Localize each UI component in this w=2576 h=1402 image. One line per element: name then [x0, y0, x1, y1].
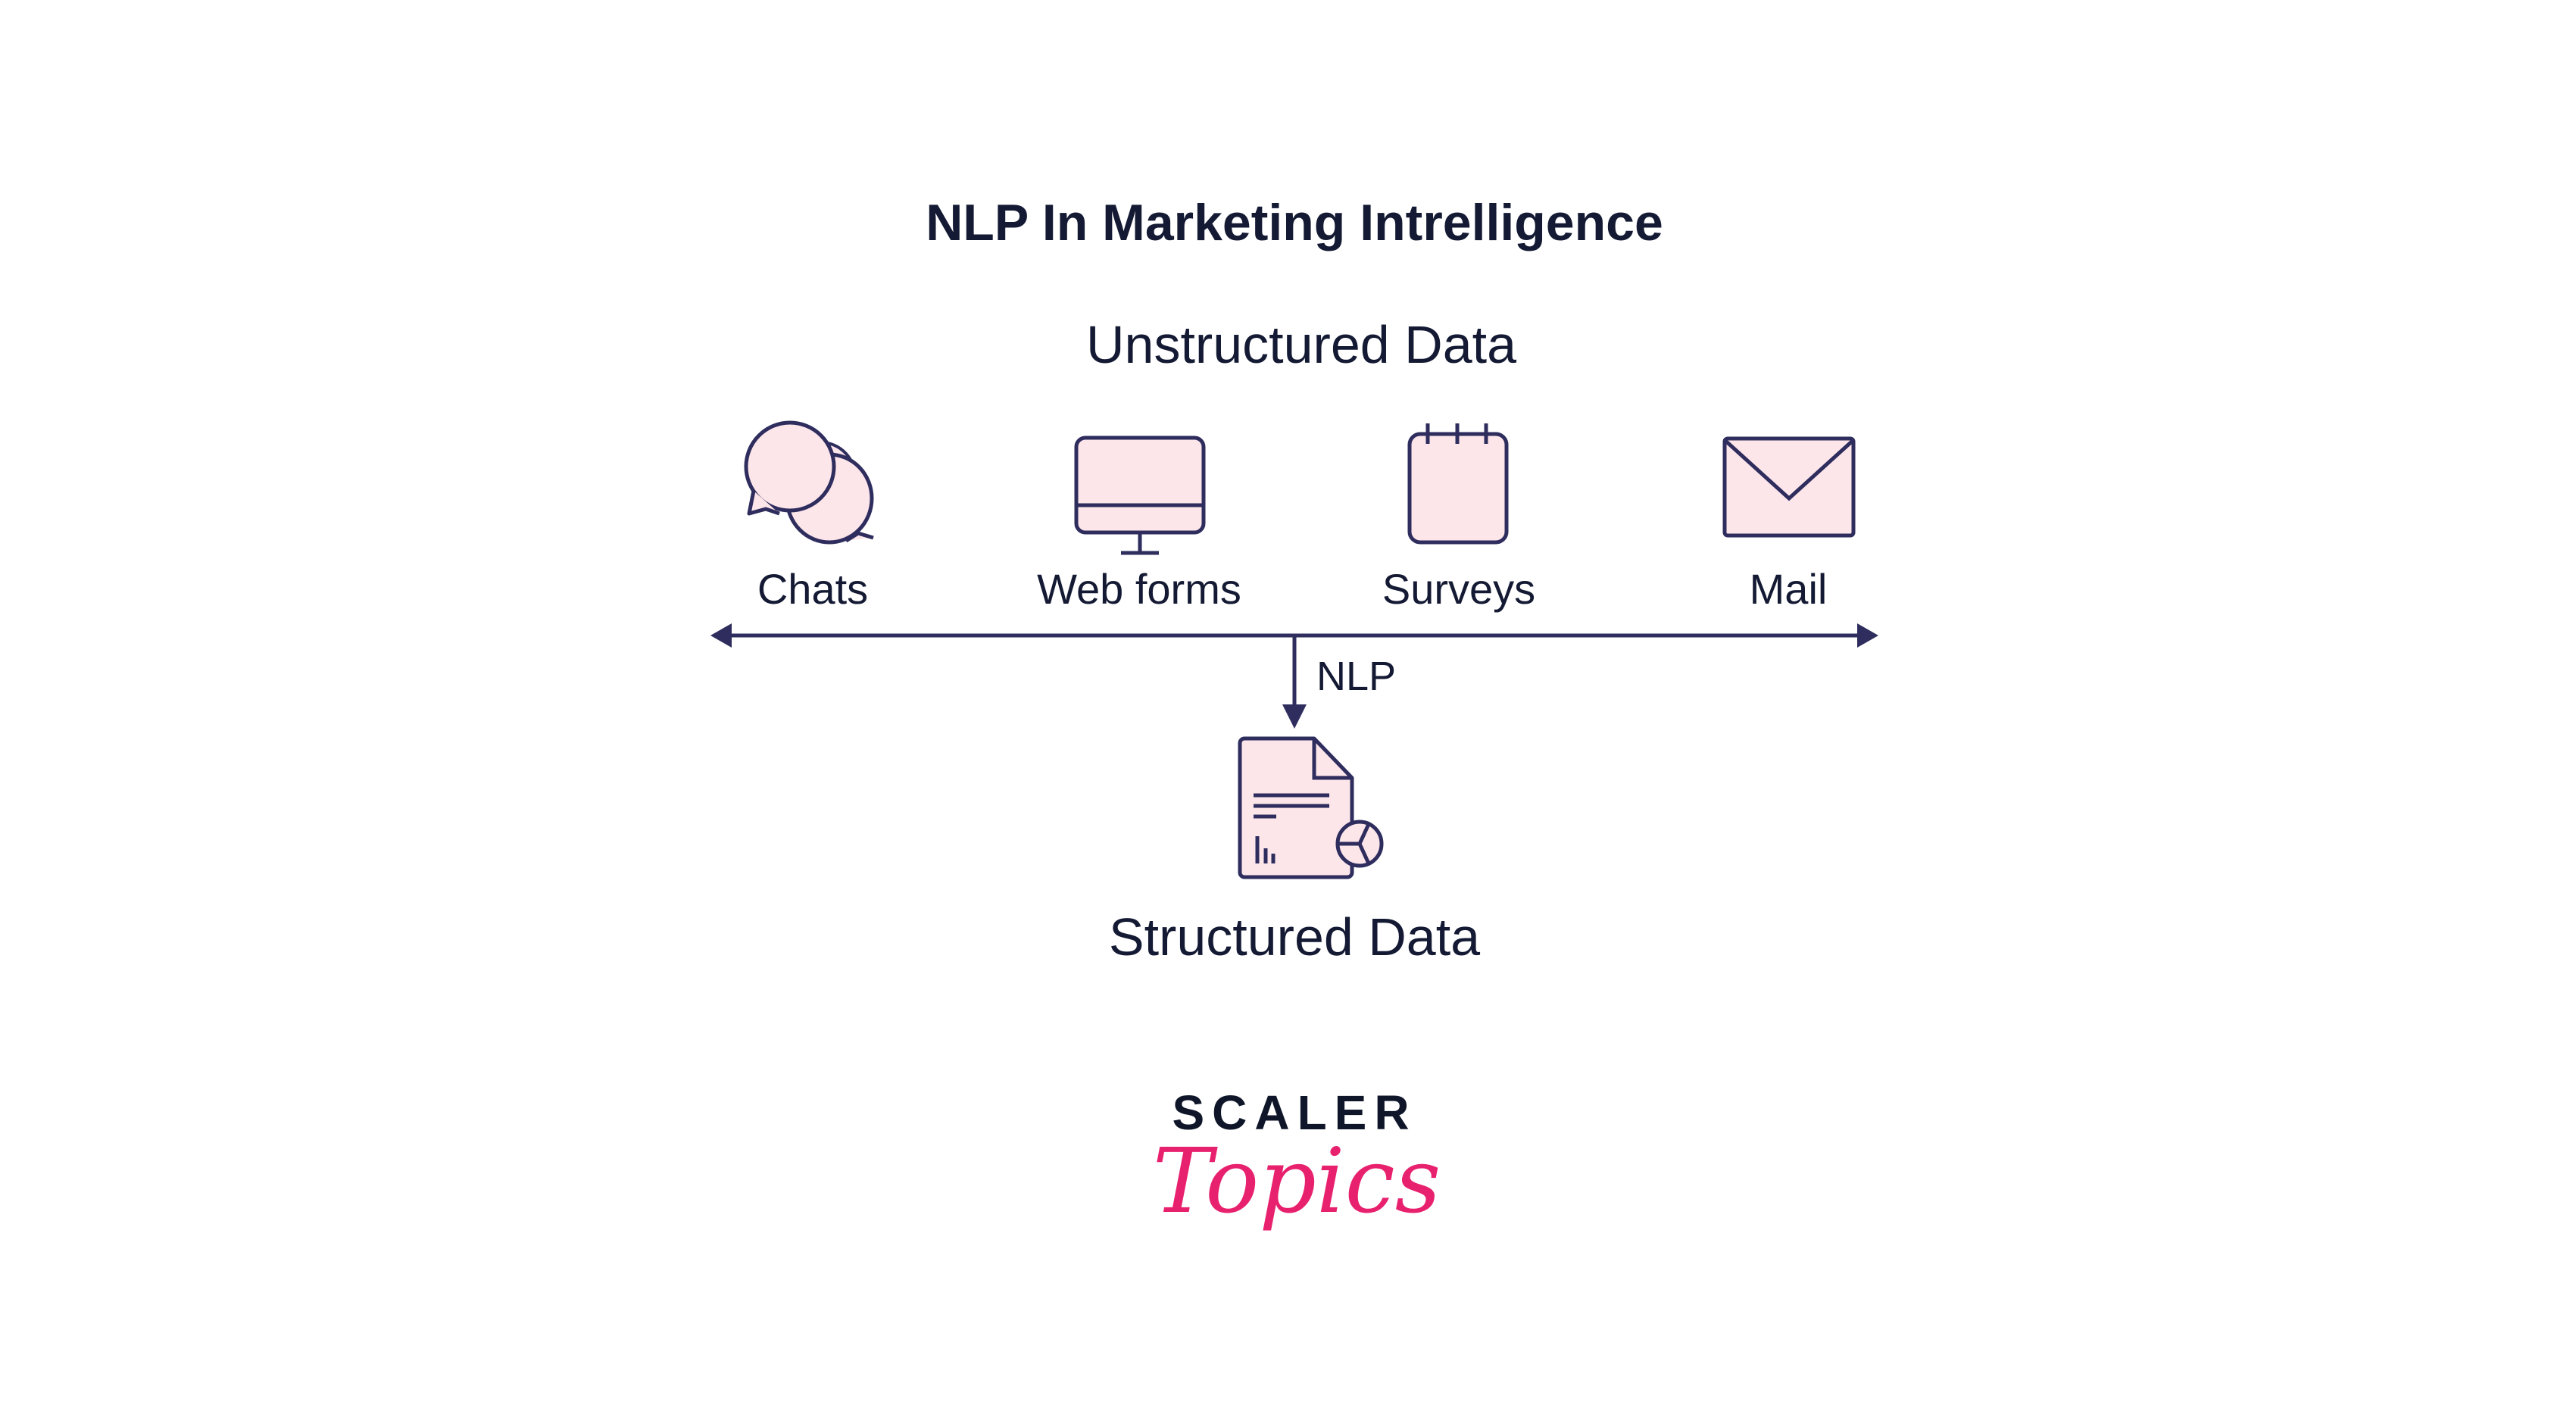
monitor-icon — [1074, 436, 1206, 555]
source-label-web-forms: Web forms — [1037, 565, 1241, 613]
nlp-process-label: NLP — [1316, 654, 1397, 699]
notepad-icon — [1407, 423, 1509, 545]
chat-bubbles-icon — [744, 420, 874, 545]
report-document-icon — [1238, 736, 1384, 879]
right-arrowhead — [1857, 623, 1878, 648]
topics-logo-script: Topics — [1152, 1129, 1441, 1233]
down-arrowhead — [1282, 704, 1307, 729]
scaler-logo-wordmark: SCALER — [1172, 1085, 1417, 1140]
source-label-surveys: Surveys — [1382, 565, 1536, 613]
diagram-title: NLP In Marketing Intrelligence — [926, 194, 1663, 251]
structured-data-heading: Structured Data — [1108, 907, 1481, 966]
unstructured-data-heading: Unstructured Data — [1085, 315, 1517, 374]
source-label-mail: Mail — [1749, 565, 1828, 613]
envelope-icon — [1722, 436, 1856, 538]
left-arrowhead — [710, 623, 732, 648]
source-label-chats: Chats — [757, 565, 869, 613]
